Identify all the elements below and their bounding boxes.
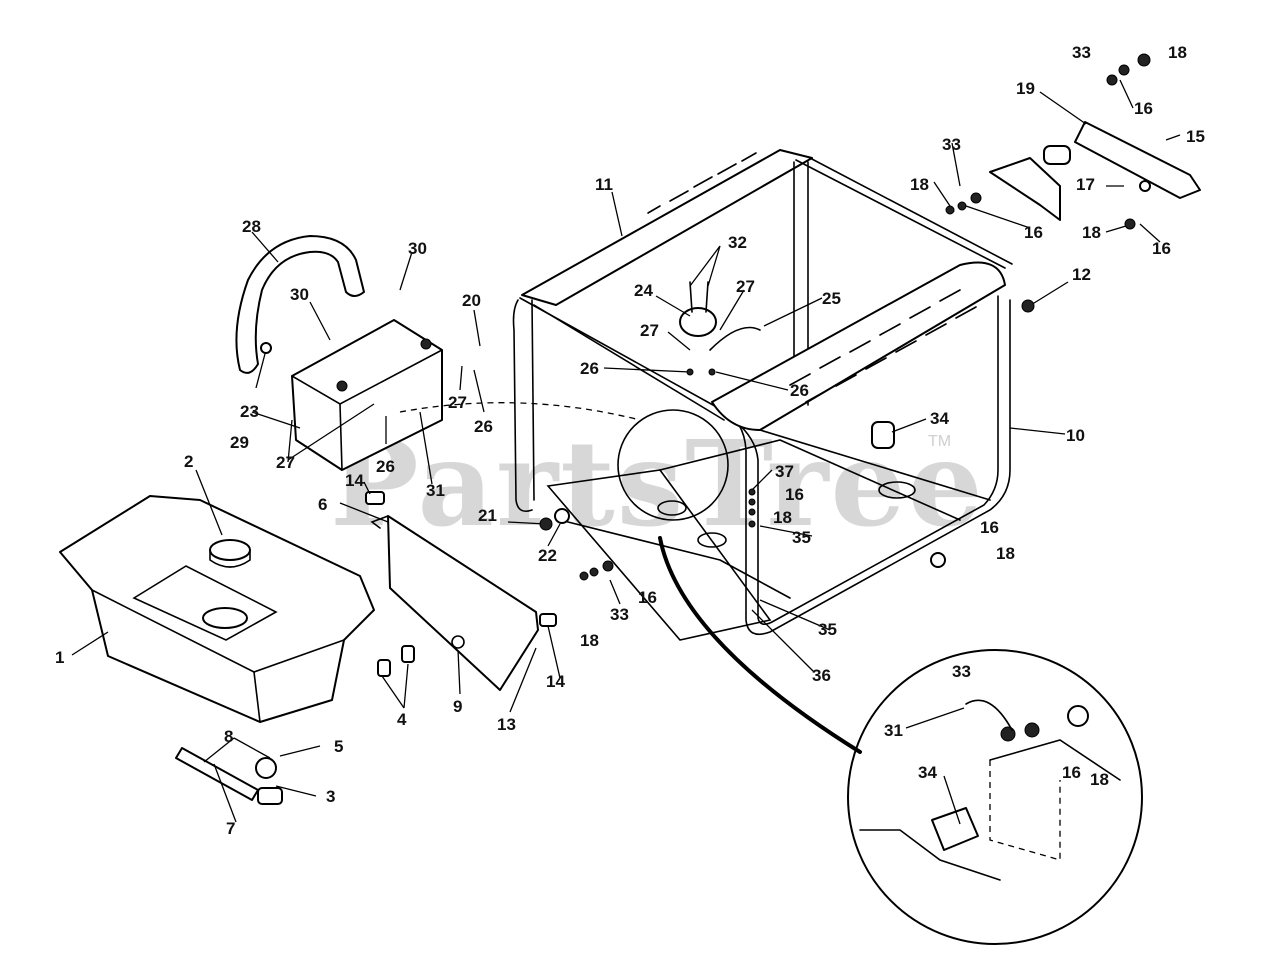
callout-9[interactable]: 9 [453,697,462,716]
callout-26-c[interactable]: 26 [474,417,493,436]
callout-16-c[interactable]: 16 [1152,239,1171,258]
battery-bracket[interactable] [370,515,539,691]
callout-2[interactable]: 2 [184,452,193,471]
callout-14-bottom[interactable]: 14 [546,672,565,691]
trademark-mark: TM [928,433,951,450]
leader-lines [71,79,1181,825]
callout-27-d[interactable]: 27 [276,453,295,472]
callout-16-a[interactable]: 16 [1134,99,1153,118]
callout-17[interactable]: 17 [1076,175,1095,194]
callout-22[interactable]: 22 [538,546,557,565]
callout-24[interactable]: 24 [634,281,653,300]
callout-34-a[interactable]: 34 [930,409,949,428]
callout-26-b[interactable]: 26 [790,381,809,400]
generator-frame[interactable] [512,149,1013,641]
callout-25[interactable]: 25 [822,289,841,308]
callout-18-b[interactable]: 18 [910,175,929,194]
callout-27-c[interactable]: 27 [448,393,467,412]
callout-16-e[interactable]: 16 [980,518,999,537]
hardware-fasteners [260,53,1151,581]
callout-1[interactable]: 1 [55,648,64,667]
callout-18-f[interactable]: 18 [580,631,599,650]
callout-18-g[interactable]: 18 [1090,770,1109,789]
detail-connector [658,536,862,754]
callout-12[interactable]: 12 [1072,265,1091,284]
callout-16-g[interactable]: 16 [1062,763,1081,782]
callout-15[interactable]: 15 [1186,127,1205,146]
callout-7[interactable]: 7 [226,819,235,838]
callout-16-d[interactable]: 16 [785,485,804,504]
mounting-bracket[interactable] [989,121,1201,221]
callout-32[interactable]: 32 [728,233,747,252]
callout-35-b[interactable]: 35 [818,620,837,639]
callout-21[interactable]: 21 [478,506,497,525]
callout-34-b[interactable]: 34 [918,763,937,782]
callout-10[interactable]: 10 [1066,426,1085,445]
inline-fuse[interactable] [871,421,895,449]
callout-16-b[interactable]: 16 [1024,223,1043,242]
callout-13[interactable]: 13 [497,715,516,734]
callout-3[interactable]: 3 [326,787,335,806]
callout-30-b[interactable]: 30 [408,239,427,258]
callout-26-a[interactable]: 26 [580,359,599,378]
callout-14-top[interactable]: 14 [345,471,364,490]
callout-29[interactable]: 29 [230,433,249,452]
callout-numbers: 1 2 3 4 5 6 7 8 9 10 11 12 13 14 14 15 1… [55,43,1205,838]
callout-18-d[interactable]: 18 [773,508,792,527]
rubber-bumpers[interactable] [365,491,557,677]
callout-33-b[interactable]: 33 [942,135,961,154]
fuel-valve[interactable] [175,747,283,805]
callout-33-d[interactable]: 33 [952,662,971,681]
callout-18-e[interactable]: 18 [996,544,1015,563]
callout-30-a[interactable]: 30 [290,285,309,304]
callout-20[interactable]: 20 [462,291,481,310]
callout-4[interactable]: 4 [397,710,407,729]
callout-6[interactable]: 6 [318,495,327,514]
battery-hold-down-strap[interactable] [235,235,365,374]
callout-33-c[interactable]: 33 [610,605,629,624]
callout-5[interactable]: 5 [334,737,343,756]
callout-23[interactable]: 23 [240,402,259,421]
detail-inset [847,649,1143,945]
callout-31-a[interactable]: 31 [426,481,445,500]
battery-cable-path [399,402,641,421]
callout-27-a[interactable]: 27 [640,321,659,340]
callout-35-a[interactable]: 35 [792,528,811,547]
callout-18-a[interactable]: 18 [1168,43,1187,62]
callout-19[interactable]: 19 [1016,79,1035,98]
callout-28[interactable]: 28 [242,217,261,236]
callout-33-a[interactable]: 33 [1072,43,1091,62]
callout-37[interactable]: 37 [775,462,794,481]
callout-36[interactable]: 36 [812,666,831,685]
callout-8[interactable]: 8 [224,727,233,746]
callout-16-f[interactable]: 16 [638,588,657,607]
callout-27-b[interactable]: 27 [736,277,755,296]
callout-31-b[interactable]: 31 [884,721,903,740]
callout-18-c[interactable]: 18 [1082,223,1101,242]
fuel-tank[interactable] [59,495,375,723]
callout-11[interactable]: 11 [595,175,613,194]
callout-26-d[interactable]: 26 [376,457,395,476]
